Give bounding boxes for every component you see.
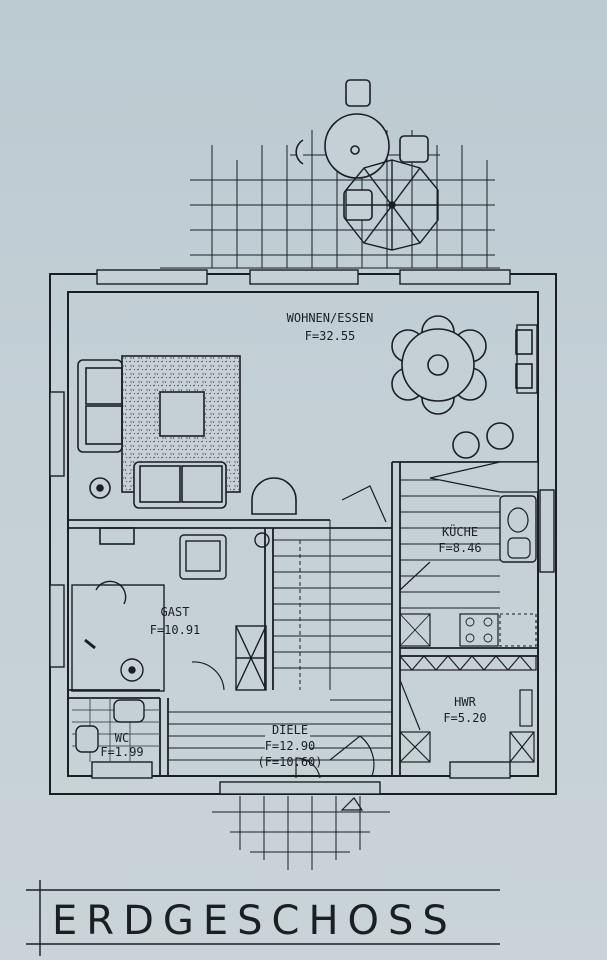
kueche-area: F=8.46 <box>438 541 481 555</box>
guest-furniture <box>71 527 270 692</box>
wohnen-area: F=32.55 <box>305 329 356 343</box>
hwr-cabinets <box>399 655 537 763</box>
title-frame <box>26 880 500 956</box>
dining-table <box>391 315 533 459</box>
kitchen-counter <box>399 461 539 647</box>
plan-title: ERDGESCHOSS <box>52 898 457 944</box>
parasol <box>345 159 439 251</box>
diele-area-alt: (F=10.60) <box>257 755 322 769</box>
gast-name: GAST <box>161 605 190 619</box>
wc-name: WC <box>115 731 129 745</box>
wc-fixtures <box>72 698 160 762</box>
staircase <box>273 520 392 690</box>
hwr-name: HWR <box>454 695 476 709</box>
diele-area: F=12.90 <box>265 739 316 753</box>
doors <box>295 485 431 811</box>
terrace-table <box>295 79 429 221</box>
living-furniture <box>77 355 297 515</box>
wc-area: F=1.99 <box>100 745 143 759</box>
gast-area: F=10.91 <box>150 623 201 637</box>
wohnen-name: WOHNEN/ESSEN <box>287 311 374 325</box>
diele-floor-lines <box>168 699 392 761</box>
kueche-name: KÜCHE <box>442 523 478 539</box>
entrance-paving <box>212 796 390 870</box>
diele-name: DIELE <box>272 723 308 737</box>
wall-openings <box>49 269 555 795</box>
hwr-area: F=5.20 <box>443 711 486 725</box>
